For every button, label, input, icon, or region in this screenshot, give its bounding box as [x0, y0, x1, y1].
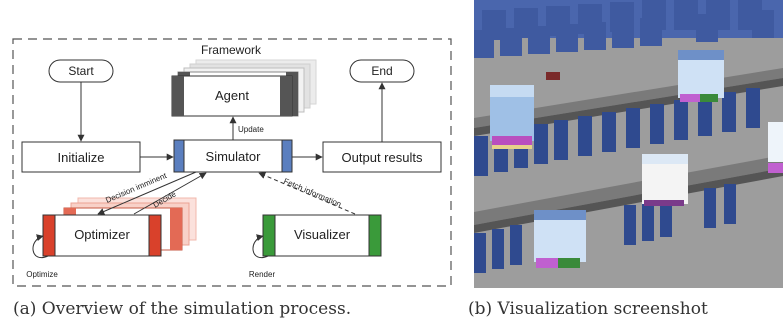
framework-label: Framework	[201, 43, 262, 57]
arrow-fetch-information	[258, 172, 356, 215]
simulation-process-diagram: Framework Agent Start End Initialize Sim…	[12, 38, 452, 287]
agent-label: Agent	[215, 88, 249, 103]
arrow-decision-imminent	[97, 171, 197, 215]
framework-border	[12, 38, 452, 287]
robot-pod-3	[534, 210, 586, 268]
optimizer-node: Optimizer	[42, 197, 197, 257]
output-label: Output results	[342, 150, 423, 165]
agent-node: Agent	[171, 59, 317, 117]
start-label: Start	[68, 64, 94, 78]
output-node: Output results	[322, 141, 442, 173]
visualizer-label: Visualizer	[294, 227, 351, 242]
render-loop	[252, 234, 269, 259]
visualizer-node: Visualizer	[262, 214, 382, 257]
end-label: End	[371, 64, 392, 78]
simulator-label: Simulator	[206, 149, 262, 164]
optimizer-label: Optimizer	[74, 227, 130, 242]
visualization-screenshot-image	[474, 0, 783, 288]
fetch-information-label: Fetch information	[282, 177, 342, 209]
robot-pod-1	[490, 85, 534, 149]
initialize-label: Initialize	[58, 150, 105, 165]
render-label: Render	[249, 270, 276, 279]
arrow-decide	[133, 172, 207, 215]
optimize-loop	[32, 234, 49, 259]
optimize-label: Optimize	[26, 270, 58, 279]
end-node: End	[349, 59, 415, 83]
initialize-node: Initialize	[21, 141, 141, 173]
robot-pod-2	[678, 50, 724, 102]
simulator-node: Simulator	[173, 139, 293, 173]
start-node: Start	[48, 59, 114, 83]
robot-pod-5	[768, 122, 783, 173]
caption-b: (b) Visualization screenshot	[468, 299, 708, 319]
caption-a: (a) Overview of the simulation process.	[13, 299, 352, 319]
update-label: Update	[238, 125, 264, 134]
robot-pod-4	[642, 154, 688, 206]
